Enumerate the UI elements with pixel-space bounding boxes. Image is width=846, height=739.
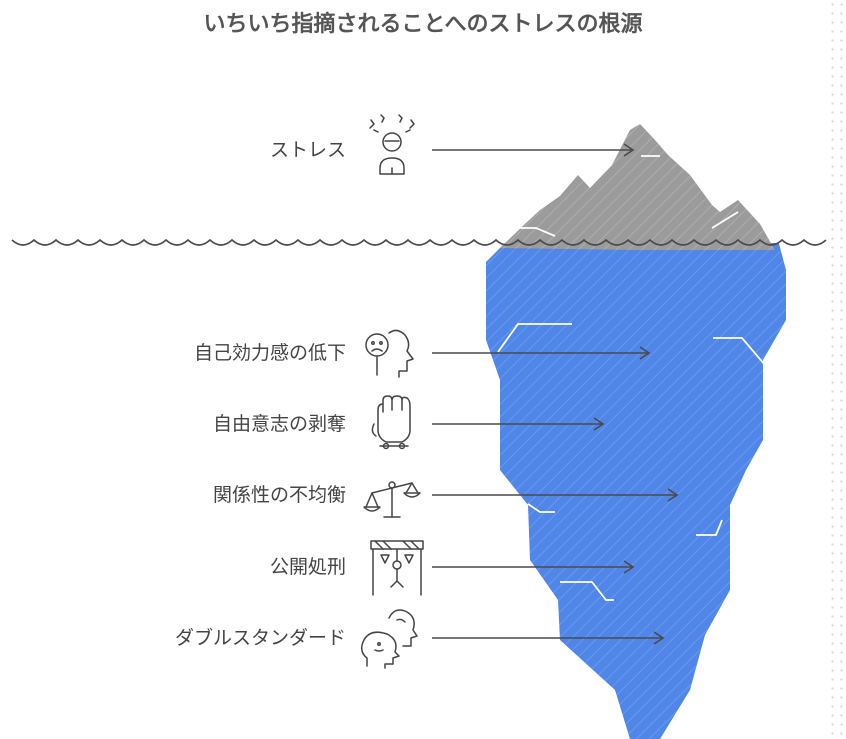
label-double-standard: ダブルスタンダード	[174, 627, 346, 649]
submerged-highlights	[497, 323, 766, 601]
arrow-double-standard	[432, 631, 665, 645]
label-public-shaming: 公開処刑	[269, 556, 346, 578]
unbalanced-scale-icon	[363, 481, 421, 518]
stressed-person-icon	[369, 114, 415, 175]
dotted-border	[828, 0, 846, 739]
label-stress: ストレス	[269, 139, 346, 161]
clenched-fist-icon	[371, 395, 411, 450]
arrow-public-shaming	[432, 560, 635, 574]
two-faced-heads-icon	[360, 609, 418, 669]
arrow-imbalance	[432, 488, 679, 502]
label-imbalance: 関係性の不均衡	[212, 484, 346, 506]
arrows	[432, 143, 679, 645]
arrow-self-efficacy	[432, 346, 651, 360]
iceberg-submerged-part	[486, 243, 786, 739]
label-self-efficacy: 自己効力感の低下	[193, 342, 346, 364]
sad-face-head-icon	[365, 329, 414, 378]
arrow-free-will	[432, 417, 605, 431]
hanging-gallows-icon	[370, 540, 424, 596]
water-line	[11, 238, 827, 246]
page-title: いちいち指摘されることへのストレスの根源	[203, 12, 643, 37]
iceberg-peak	[500, 124, 775, 250]
label-free-will: 自由意志の剥奪	[212, 413, 346, 435]
peak-highlights	[509, 155, 739, 237]
arrow-stress	[432, 143, 635, 157]
